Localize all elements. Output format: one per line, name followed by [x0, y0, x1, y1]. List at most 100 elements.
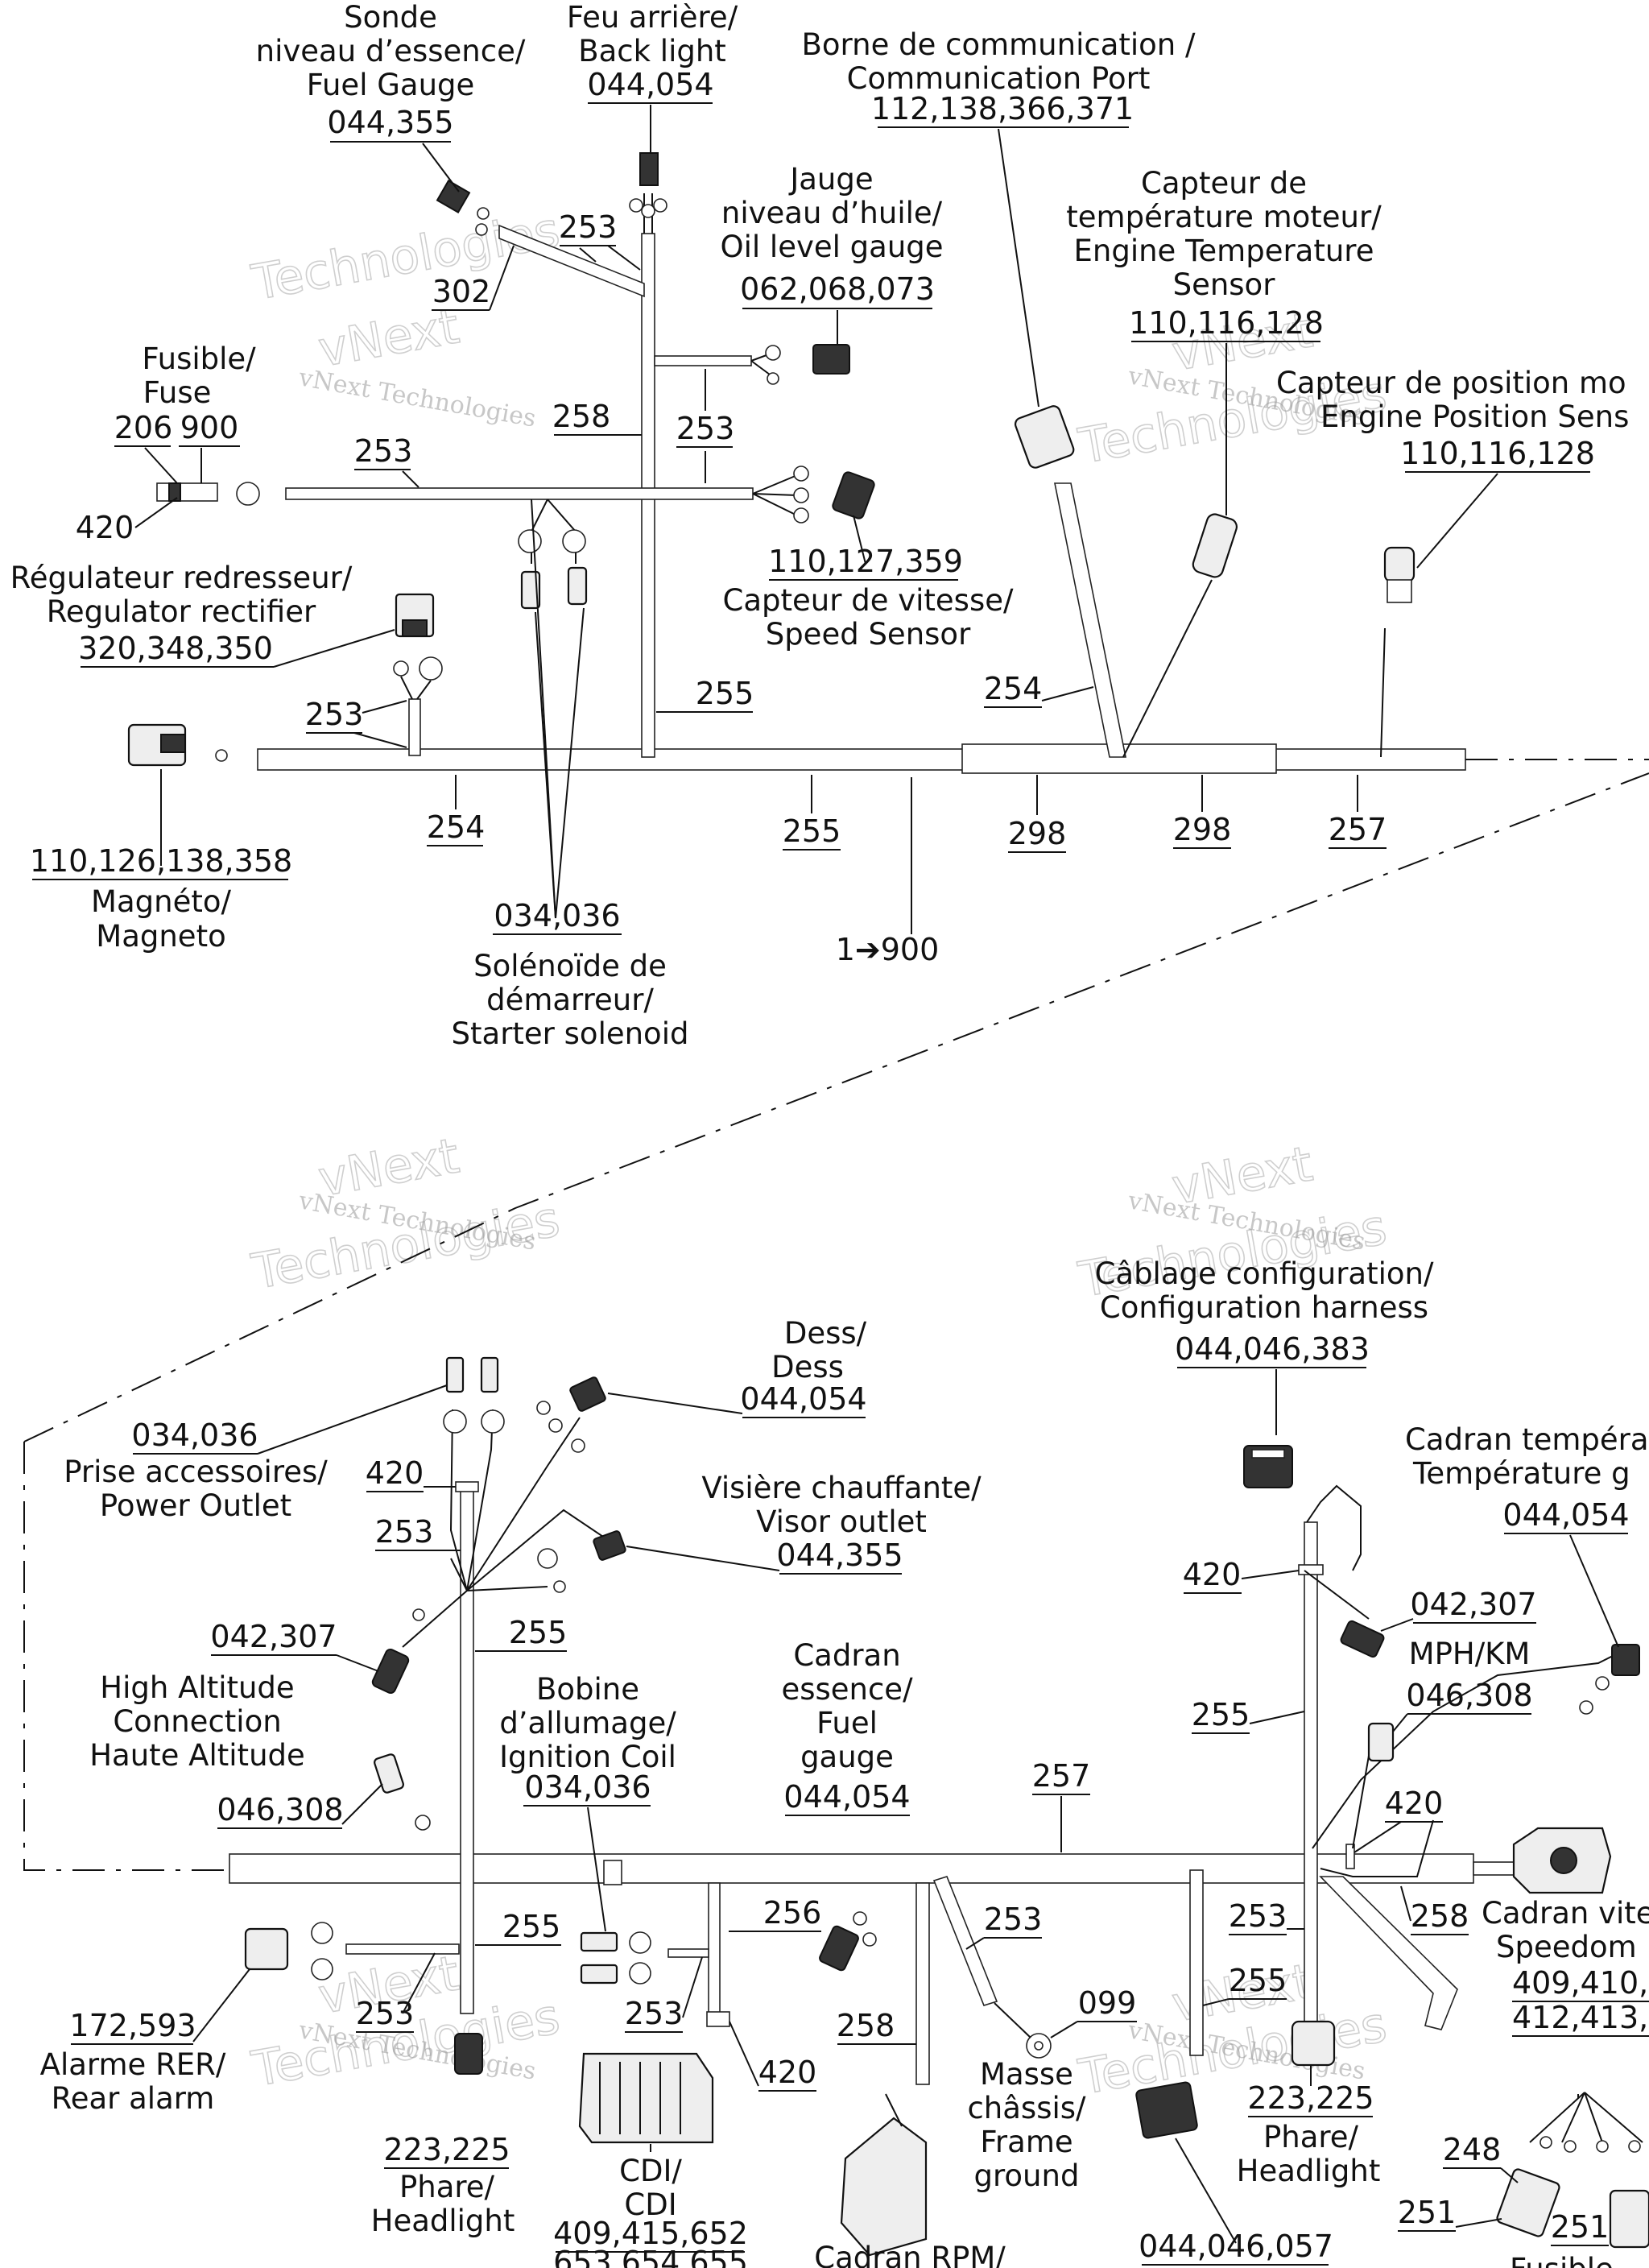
mph-partno-1: 042,307	[1410, 1587, 1536, 1622]
part-255-f: 255	[1229, 1963, 1287, 1998]
engine-position-connector	[1383, 546, 1415, 603]
comm-port-title-1: Borne de communication /	[802, 27, 1196, 62]
frame-ground-title-1: Masse	[980, 2057, 1073, 2092]
frame-ground-partno: 099	[1078, 1985, 1137, 2021]
headlight-left-partno: 223,225	[383, 2132, 510, 2167]
comm-port-partno: 112,138,366,371	[871, 91, 1134, 126]
speedo-partno-2: 412,413,4	[1512, 2000, 1649, 2035]
headlight-right-partno: 223,225	[1247, 2080, 1374, 2116]
fuel-gauge-connector	[436, 180, 490, 236]
comm-port-connector	[1014, 405, 1075, 469]
fuel-dial-connector	[819, 1911, 877, 1972]
speedo-title-1: Cadran vite	[1482, 1896, 1649, 1931]
part-255: 255	[696, 676, 754, 711]
bottom-harness	[229, 1356, 1649, 2257]
power-outlet-connectors	[443, 1356, 505, 1434]
fuel-gauge-title-1: Sonde	[344, 0, 437, 35]
temp-gauge-connector	[1579, 1644, 1640, 1715]
part-253-h: 253	[984, 1902, 1043, 1937]
visor-title-1: Visière chauffante/	[701, 1471, 982, 1505]
ignition-partno: 034,036	[524, 1769, 651, 1805]
starter-title-3: Starter solenoid	[452, 1016, 689, 1051]
ignition-coil-connectors	[580, 1931, 651, 1984]
part-251: 251	[1398, 2195, 1457, 2230]
mph-km-connector	[1340, 1620, 1395, 1762]
part-253-c: 253	[676, 411, 735, 446]
fuse-connector	[156, 482, 260, 506]
fuse-partno-206: 206	[114, 410, 173, 445]
frame-ground-title-4: ground	[974, 2158, 1080, 2193]
part-420: 420	[366, 1455, 424, 1491]
part-254-b: 254	[427, 809, 486, 845]
speed-sensor-title-1: Capteur de vitesse/	[723, 583, 1014, 618]
svg-text:Technologies: Technologies	[247, 202, 564, 312]
regulator-partno: 320,348,350	[78, 631, 273, 666]
part-248: 248	[1443, 2132, 1502, 2167]
part-255-b: 255	[783, 813, 841, 849]
speedo-partno-1: 409,410,4	[1512, 1965, 1649, 2001]
oil-level-title-1: Jauge	[788, 162, 873, 197]
headlight-left-connector	[454, 2033, 483, 2075]
config-harness-title-2: Configuration harness	[1100, 1290, 1428, 1325]
temp-gauge-partno: 044,054	[1502, 1497, 1629, 1533]
fuel-dial-title-1: Cadran	[793, 1638, 900, 1673]
part-044046057: 044,046,057	[1139, 2229, 1333, 2264]
oil-level-connector	[750, 344, 850, 385]
fuel-gauge-title-2: niveau d’essence/	[256, 34, 526, 68]
bottom-connector-044046057	[1135, 2081, 1198, 2139]
headlight-right-title-2: Headlight	[1237, 2154, 1381, 2188]
mph-title: MPH/KM	[1409, 1637, 1531, 1671]
back-light-partno: 044,054	[587, 67, 713, 102]
frame-ground-title-3: Frame	[980, 2125, 1072, 2159]
headlight-right-connector	[1291, 2020, 1336, 2067]
part-298: 298	[1008, 816, 1067, 851]
regulator-title-1: Régulateur redresseur/	[10, 561, 353, 595]
temp-gauge-title-2: Température g	[1412, 1456, 1630, 1491]
speedometer-connector	[1512, 1827, 1612, 1894]
speed-sensor-title-2: Speed Sensor	[766, 617, 971, 652]
frame-ground-terminal	[994, 2002, 1052, 2059]
magneto-connector	[127, 723, 228, 767]
engine-pos-title-1: Capteur de position mo	[1276, 366, 1626, 400]
part-420-d: 420	[758, 2055, 817, 2090]
engine-temp-title-2: température moteur/	[1066, 200, 1382, 234]
fuel-gauge-title-3: Fuel Gauge	[307, 68, 475, 102]
ignition-title-2: d’allumage/	[499, 1706, 676, 1740]
rear-alarm-title-2: Rear alarm	[52, 2081, 215, 2116]
part-420-c: 420	[1385, 1786, 1444, 1821]
oil-level-title-3: Oil level gauge	[720, 230, 943, 264]
fuel-dial-title-2: essence/	[781, 1672, 913, 1707]
ignition-title-1: Bobine	[536, 1672, 639, 1707]
power-outlet-partno: 034,036	[131, 1418, 258, 1453]
part-255-d: 255	[1192, 1697, 1250, 1732]
dess-title-2: Dess	[771, 1350, 844, 1384]
starter-title-2: démarreur/	[486, 983, 654, 1017]
engine-temp-connector	[1192, 513, 1238, 578]
starter-solenoid-connectors	[518, 529, 588, 610]
regulator-title-2: Regulator rectifier	[47, 594, 316, 629]
bottom-right-fuses	[1496, 2092, 1649, 2249]
engine-pos-partno: 110,116,128	[1400, 436, 1595, 471]
headlight-right-title-1: Phare/	[1263, 2120, 1359, 2154]
dess-title-1: Dess/	[784, 1316, 867, 1351]
page-reference: 1➔900	[836, 932, 940, 967]
fuse-partno-420: 420	[76, 510, 134, 545]
visor-connector	[537, 1530, 626, 1593]
bottom-fuse-title: Fusible	[1510, 2252, 1614, 2268]
part-255-c: 255	[509, 1615, 568, 1650]
config-harness-title-1: Câblage configuration/	[1095, 1256, 1434, 1291]
rear-alarm-partno: 172,593	[69, 2008, 196, 2043]
magneto-title-1: Magnéto/	[91, 884, 231, 919]
part-254: 254	[984, 671, 1043, 706]
engine-temp-title-4: Sensor	[1173, 267, 1276, 302]
fuel-gauge-partno: 044,355	[327, 105, 453, 140]
high-alt-title-2: Connection	[113, 1704, 281, 1739]
fuse-partno-900: 900	[180, 410, 239, 445]
engine-pos-title-2: Engine Position Sens	[1320, 399, 1629, 434]
visor-partno: 044,355	[776, 1538, 903, 1573]
rear-alarm-title-1: Alarme RER/	[40, 2047, 226, 2082]
high-alt-partno-1: 042,307	[210, 1619, 337, 1654]
part-256: 256	[763, 1895, 822, 1931]
bottom-labels: Dess/ Dess 044,054 034,036 Prise accesso…	[40, 1256, 1649, 2268]
rpm-dial-connector	[840, 2093, 928, 2257]
